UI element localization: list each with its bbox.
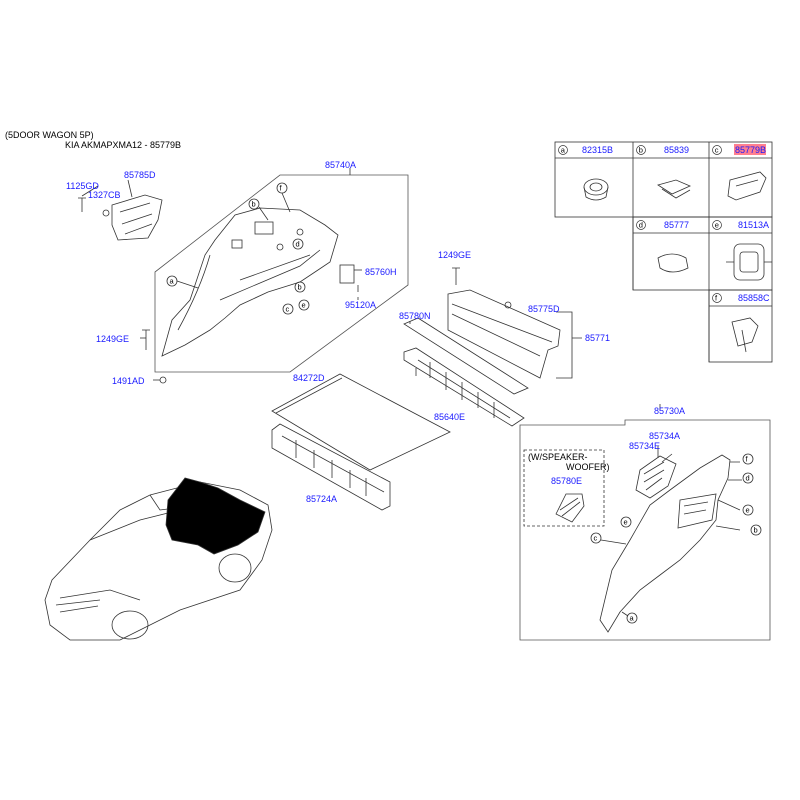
callout-b-right: b <box>754 526 758 535</box>
callout-a-right: a <box>630 614 635 623</box>
legend-letter-b: b <box>639 146 643 155</box>
part-label-1249GE-mid: 1249GE <box>438 250 472 260</box>
legend-code-c-highlight <box>734 144 766 155</box>
quarter-trim-assembly <box>78 168 409 384</box>
legend-headers: a 82315B b 85839 c 85779B d 85777 e 8151… <box>558 144 770 303</box>
callout-f-left: f <box>280 184 283 193</box>
right-group-callouts <box>590 453 762 624</box>
part-label-1491AD: 1491AD <box>112 376 145 386</box>
legend-part-c-drawing <box>727 171 767 201</box>
legend-letter-a: a <box>561 146 566 155</box>
legend-part-d-drawing <box>657 253 689 273</box>
part-label-1125GD: 1125GD <box>66 181 99 191</box>
part-label-85734A: 85734A <box>649 431 681 441</box>
speaker-note-line2: WOOFER) <box>566 462 610 472</box>
vehicle-illustration <box>44 477 273 641</box>
callout-a-left: a <box>170 277 175 286</box>
speaker-note-line1: (W/SPEAKER- <box>528 452 588 462</box>
callout-d-left: d <box>296 240 300 249</box>
legend-part-b-drawing <box>657 179 691 199</box>
legend-part-a-drawing <box>583 178 609 201</box>
part-label-1249GE-left: 1249GE <box>96 334 130 344</box>
part-label-1327CB: 1327CB <box>88 190 121 200</box>
legend-code-f: 85858C <box>738 293 770 303</box>
legend-code-b: 85839 <box>664 145 689 155</box>
part-label-85730A: 85730A <box>654 406 686 416</box>
part-label-85780E: 85780E <box>551 476 583 486</box>
legend-code-a: 82315B <box>582 145 613 155</box>
legend-part-e-drawing <box>726 243 772 281</box>
legend-letter-f: f <box>715 294 718 303</box>
part-label-85785D: 85785D <box>124 170 156 180</box>
callout-c-right: c <box>594 534 598 543</box>
callout-e-right-2: e <box>624 518 628 527</box>
callout-f-right: f <box>746 455 749 464</box>
legend-part-f-drawing <box>731 317 759 353</box>
left-group-callouts <box>166 182 310 315</box>
callout-b-left: b <box>252 200 256 209</box>
part-label-85771: 85771 <box>585 333 611 343</box>
callout-e-right: e <box>746 506 750 515</box>
legend-letter-c: c <box>715 146 719 155</box>
legend-code-e: 81513A <box>738 220 769 230</box>
part-label-85724A: 85724A <box>306 494 338 504</box>
legend-letter-e: e <box>715 221 719 230</box>
legend-code-d: 85777 <box>664 220 689 230</box>
part-label-85734E: 85734E <box>629 441 661 451</box>
callout-b-left-2: b <box>298 283 302 292</box>
callout-c-left: c <box>286 305 290 314</box>
reference-code: KIA AKMAPXMA12 - 85779B <box>65 140 182 150</box>
legend-letter-d: d <box>639 221 643 230</box>
legend-code-c: 85779B <box>735 145 766 155</box>
legend-table <box>554 141 773 363</box>
callout-e-left: e <box>302 301 306 310</box>
part-label-84272D: 84272D <box>293 373 325 383</box>
part-label-85760H: 85760H <box>365 267 397 277</box>
model-title: (5DOOR WAGON 5P) <box>5 130 94 140</box>
part-label-85780N: 85780N <box>399 311 431 321</box>
right-trim-assembly <box>519 404 771 641</box>
part-label-85740A: 85740A <box>325 160 357 170</box>
part-label-85775D: 85775D <box>528 304 560 314</box>
part-label-95120A: 95120A <box>345 300 377 310</box>
part-label-85640E: 85640E <box>434 412 466 422</box>
callout-d-right: d <box>746 474 750 483</box>
middle-trim-parts <box>271 267 582 511</box>
callout-letters: a f b d b c e f d e b e c a <box>170 184 758 623</box>
